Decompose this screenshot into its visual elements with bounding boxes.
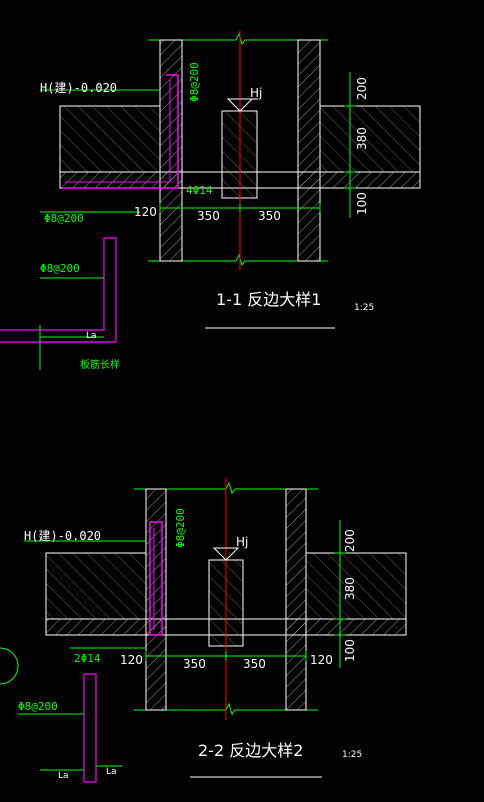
detail-title-1: 1-1 反边大样1	[216, 290, 321, 309]
detail-2-2: H(建)-0.020 Φ8@200 Hj 200 380 100 120 120…	[24, 478, 407, 778]
partial-circle-mark	[0, 647, 19, 685]
detail-1-1: H(建)-0.020 Φ8@200 Hj 200 380 100 120 350…	[40, 30, 421, 329]
dim-120-right-label-2: 120	[310, 653, 333, 667]
bar-la-label-1: La	[86, 331, 97, 341]
slab-right-base-2	[285, 618, 407, 636]
wall-right-1	[297, 39, 321, 262]
rebar-stirrup-2	[149, 521, 163, 636]
hj-marker-2	[212, 547, 240, 561]
dim-380-label-2: 380	[343, 577, 357, 600]
rebar-left-label-1: Φ8@200	[44, 212, 84, 225]
bar-la-right-label-2: La	[106, 767, 117, 777]
bar-shape-2	[83, 673, 97, 783]
rebar-bottom-label-1: 4Φ14	[186, 184, 213, 197]
bar-note-1: 板筋长样	[80, 358, 120, 371]
rebar-sample-2: Φ8@200 La La	[18, 673, 122, 783]
wall-right-2	[285, 488, 307, 711]
hj-label-1: Hj	[250, 86, 262, 100]
bar-rebar-label-2: Φ8@200	[18, 700, 58, 713]
dim-350-left-label-1: 350	[197, 209, 220, 223]
slab-left-2	[45, 552, 147, 620]
slab-left-base-2	[45, 618, 167, 636]
detail-title-2: 2-2 反边大样2	[198, 741, 303, 760]
rebar-stirrup-1	[62, 74, 179, 189]
detail-scale-1: 1:25	[354, 303, 374, 313]
bar-la-left-label-2: La	[58, 771, 69, 781]
dim-120-label-1: 120	[134, 205, 157, 219]
slab-left-1	[59, 105, 161, 173]
dim-100-label-2: 100	[343, 639, 357, 662]
hj-label-2: Hj	[236, 535, 248, 549]
detail-scale-2: 1:25	[342, 750, 362, 760]
dim-200-label-1: 200	[355, 77, 369, 100]
rebar-top-label-1: Φ8@200	[188, 62, 201, 102]
break-line-top-2	[134, 481, 318, 495]
slab-left-base-1	[59, 171, 183, 189]
slab-right-base-1	[297, 171, 421, 189]
elevation-label-1: H(建)-0.020	[40, 81, 117, 95]
rebar-inner-1	[66, 80, 171, 183]
rebar-sample-1: Φ8@200 La 板筋长样	[0, 237, 120, 371]
slab-right-1	[319, 105, 421, 173]
bar-shape-1	[0, 237, 117, 343]
dim-350-right-label-1: 350	[258, 209, 281, 223]
elevation-label-2: H(建)-0.020	[24, 529, 101, 543]
dim-100-label-1: 100	[355, 192, 369, 215]
dim-350-right-label-2: 350	[243, 657, 266, 671]
dim-380-label-1: 380	[355, 127, 369, 150]
bar-rebar-label-1: Φ8@200	[40, 262, 80, 275]
rebar-bottom-label-2: 2Φ14	[74, 652, 101, 665]
rebar-top-label-2: Φ8@200	[174, 508, 187, 548]
dim-350-left-label-2: 350	[183, 657, 206, 671]
dim-200-label-2: 200	[343, 529, 357, 552]
dim-120-left-label-2: 120	[120, 653, 143, 667]
break-line-bottom-2	[134, 702, 318, 716]
